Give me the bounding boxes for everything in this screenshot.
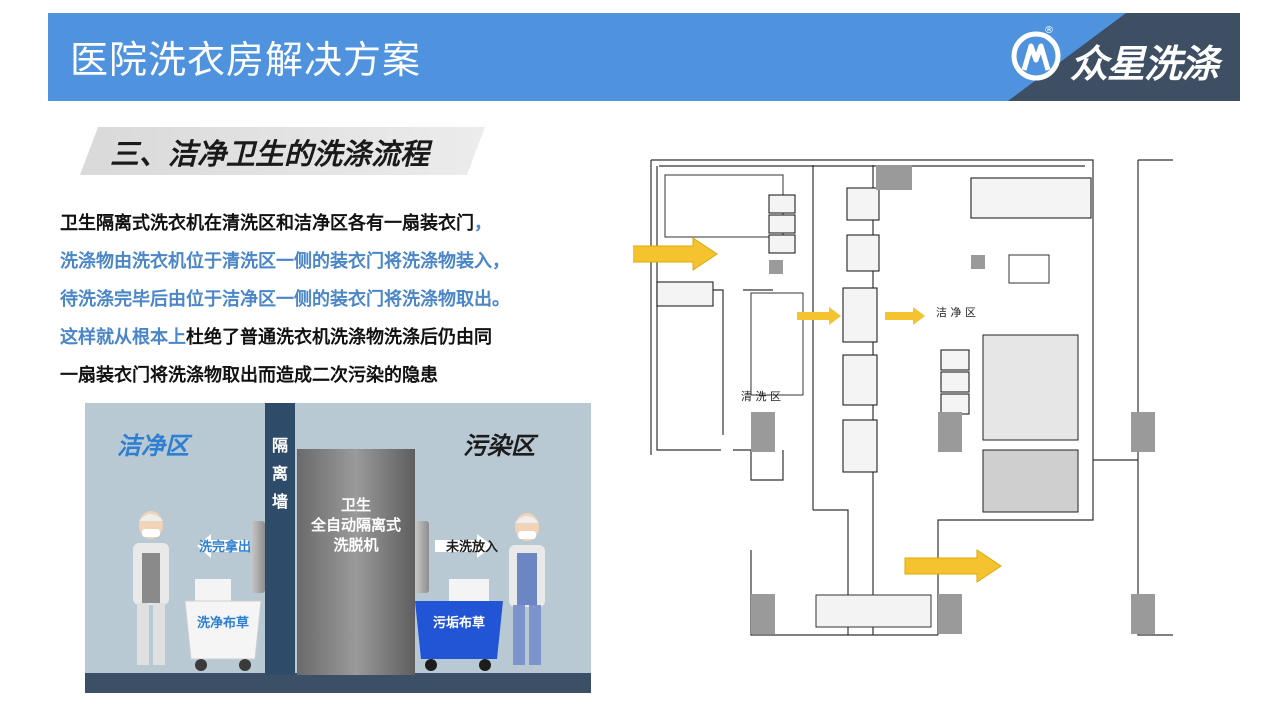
clean-zone-label: 洁净区 (117, 432, 193, 460)
floor-wash-zone-label: 清 洗 区 (741, 390, 781, 403)
floor-strip (85, 673, 591, 693)
brand-logo-icon (1011, 31, 1061, 81)
header-dark-band (1008, 13, 1240, 101)
laundry-floor-plan: 清 洗 区 洁 净 区 (633, 159, 1173, 636)
wall-label-3: 墙 (272, 492, 288, 511)
section-title: 三、洁净卫生的洗涤流程 (110, 137, 430, 171)
floor-exit-arrow-icon (904, 549, 1002, 583)
wall-label-1: 隔 (272, 436, 288, 455)
description-line-5: 一扇装衣门将洗涤物取出而造成二次污染的隐患 (60, 365, 438, 386)
clean-worker-figure (133, 511, 169, 665)
take-out-arrow-icon (197, 534, 249, 558)
floor-washers (656, 177, 1092, 473)
wall-label-2: 离 (272, 464, 288, 483)
clean-side-door (251, 521, 265, 593)
floor-clean-zone-label: 洁 净 区 (936, 305, 976, 319)
floor-counter (815, 594, 932, 628)
floor-equipment-tank (664, 174, 784, 238)
floor-entry-arrow-icon (633, 237, 718, 271)
isolation-wall (265, 403, 295, 675)
page-title: 医院洗衣房解决方案 (70, 38, 422, 82)
clean-cart-figure (184, 579, 262, 671)
dirty-side-door (415, 521, 429, 593)
floor-equipment-table (750, 292, 804, 396)
floor-ironer (982, 334, 1079, 513)
clean-cart-label: 洗净布草 (197, 615, 249, 631)
take-out-label: 洗完拿出 (199, 539, 251, 555)
machine-label-1: 卫生 (341, 496, 371, 514)
dirty-cart-figure (415, 579, 503, 671)
put-in-label: 未洗放入 (445, 539, 498, 555)
machine-label-3: 洗脱机 (333, 536, 378, 554)
dirty-worker-figure (509, 513, 545, 665)
dirty-cart-label: 污垢布草 (433, 615, 485, 631)
floor-arrow-to-washer-icon (797, 307, 841, 325)
description-line-1: 卫生隔离式洗衣机在清洗区和洁净区各有一扇装衣门， (60, 213, 492, 234)
description-line-2: 洗涤物由洗衣机位于清洗区一侧的装衣门将洗涤物装入， (60, 251, 510, 272)
section-title-background (80, 127, 485, 175)
washer-machine (297, 449, 415, 675)
description-line-4: 这样就从根本上杜绝了普通洗衣机洗涤物洗涤后仍由同 (60, 327, 492, 348)
description-line-3: 待洗涤完毕后由位于洁净区一侧的装衣门将洗涤物取出。 (60, 289, 510, 310)
machine-label-2: 全自动隔离式 (310, 516, 401, 534)
floor-equipment-box (1008, 254, 1050, 284)
brand-name: 众星洗涤 (1069, 42, 1219, 86)
floor-arrow-to-clean-icon (885, 307, 925, 325)
header-bar: 医院洗衣房解决方案 ® 众星洗涤 (48, 13, 1240, 101)
put-in-arrow-icon (435, 534, 493, 558)
description-paragraph: 卫生隔离式洗衣机在清洗区和洁净区各有一扇装衣门， 洗涤物由洗衣机位于清洗区一侧的… (60, 205, 620, 395)
floor-pillars (751, 165, 1155, 634)
brand-registered: ® (1044, 25, 1054, 36)
isolation-washer-illustration: 隔 离 墙 卫生 全自动隔离式 洗脱机 洁净区 污染区 洗完拿出 未洗放入 洗净… (85, 403, 591, 693)
dirty-zone-label: 污染区 (463, 432, 539, 460)
